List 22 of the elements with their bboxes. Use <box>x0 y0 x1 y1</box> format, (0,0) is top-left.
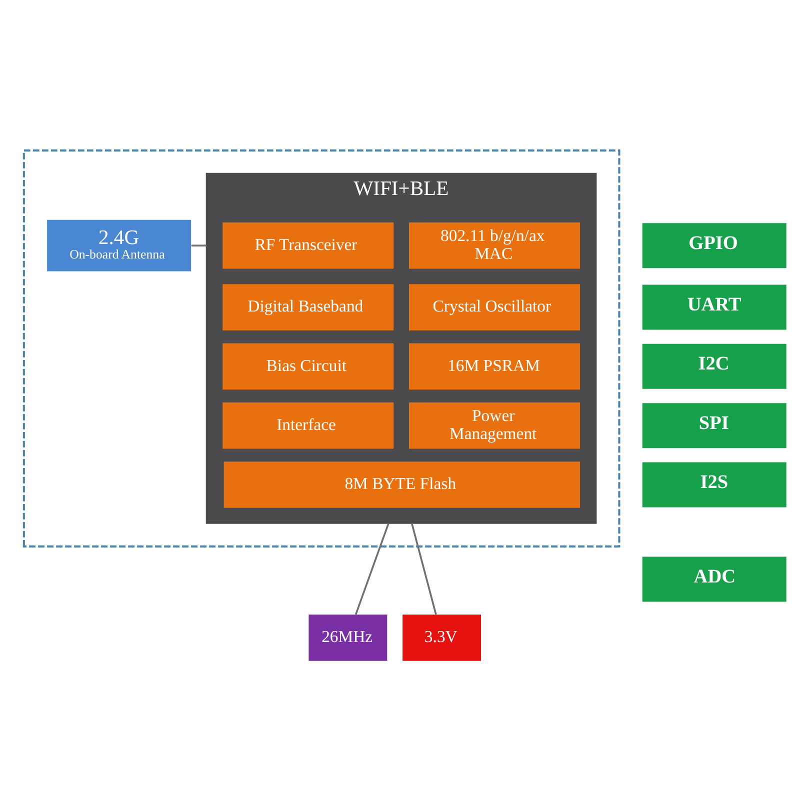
node-box: RF Transceiver <box>222 222 394 268</box>
node-box: Power Management <box>409 402 580 448</box>
node-box: SPI <box>642 402 786 448</box>
node-box: Interface <box>222 402 394 448</box>
node-box: 802.11 b/g/n/ax MAC <box>409 222 580 268</box>
node-box: GPIO <box>642 222 786 268</box>
node-box: ADC <box>642 556 786 602</box>
connector <box>191 244 206 246</box>
node-box: 16M PSRAM <box>409 342 580 390</box>
connector <box>354 522 390 614</box>
node-box: 2.4G On-board Antenna <box>47 219 192 271</box>
node-box: I2S <box>642 462 786 507</box>
connector <box>410 522 437 614</box>
node-box: Crystal Oscillator <box>409 284 580 330</box>
cluster <box>22 148 620 547</box>
node-box: 3.3V <box>402 614 481 660</box>
node-box: Bias Circuit <box>222 342 394 390</box>
node-box: 8M BYTE Flash <box>224 461 580 508</box>
node-box: I2C <box>642 343 786 388</box>
node-box: UART <box>642 284 786 330</box>
node-box: 26MHz <box>308 614 388 660</box>
node-box: Digital Baseband <box>222 284 394 330</box>
